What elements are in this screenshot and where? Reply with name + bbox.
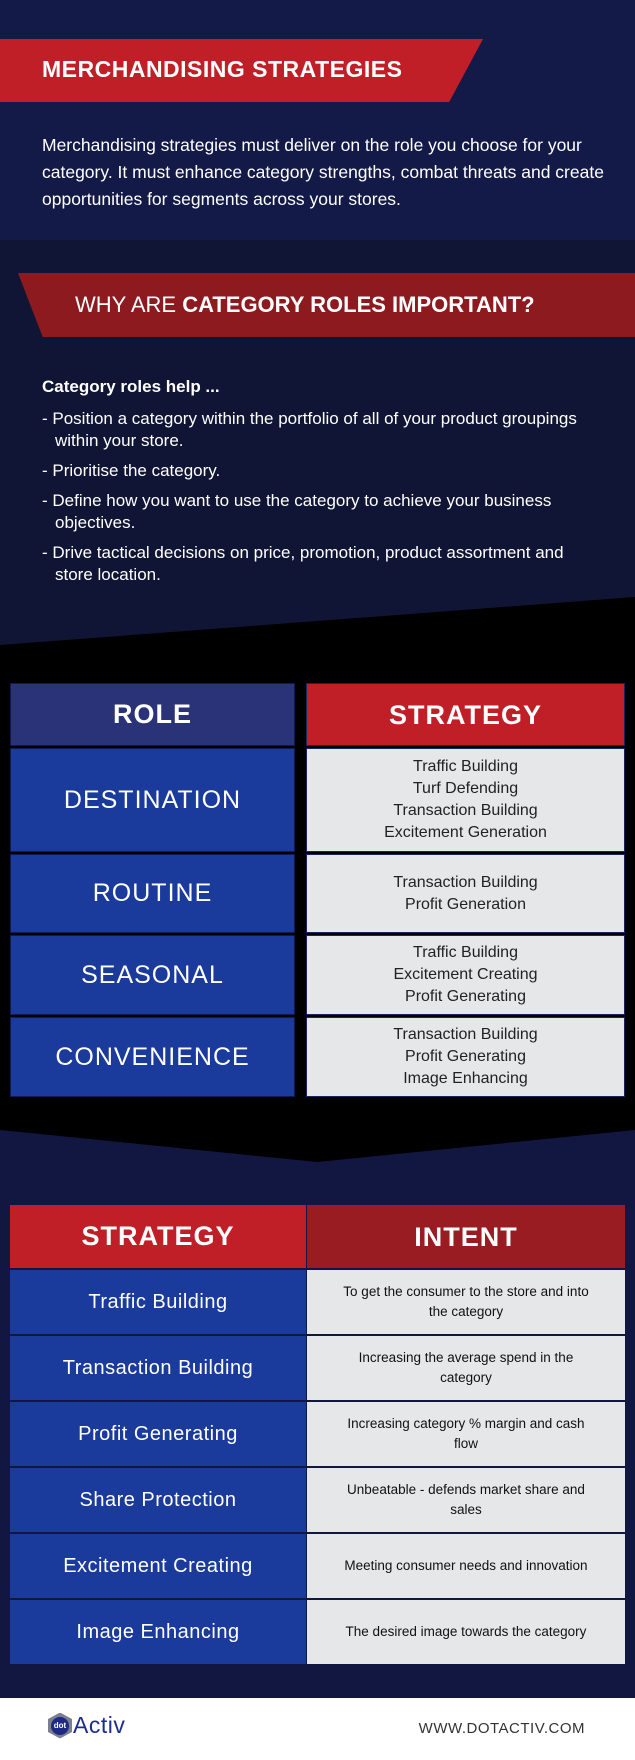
strategy-cell: Profit Generating (10, 1402, 306, 1466)
table-row: Profit Generating Increasing category % … (10, 1402, 625, 1466)
website-link[interactable]: WWW.DOTACTIV.COM (418, 1720, 585, 1737)
table-row: Traffic Building To get the consumer to … (10, 1270, 625, 1334)
intro-text: Merchandising strategies must deliver on… (42, 135, 604, 209)
category-roles-banner: WHY ARE CATEGORY ROLES IMPORTANT? (18, 273, 635, 337)
table-row: CONVENIENCE Transaction Building Profit … (10, 1017, 625, 1097)
footer: dot Activ WWW.DOTACTIV.COM (0, 1698, 635, 1760)
dotactiv-logo[interactable]: dot Activ (48, 1712, 125, 1739)
role-cell: ROUTINE (10, 854, 295, 933)
header-role: ROLE (10, 683, 295, 746)
table-row: Transaction Building Increasing the aver… (10, 1336, 625, 1400)
strategy-cell: Traffic Building Excitement Creating Pro… (306, 935, 625, 1015)
strategy-cell: Transaction Building (10, 1336, 306, 1400)
strategy-cell: Traffic Building (10, 1270, 306, 1334)
strategy-intent-table: STRATEGY INTENT Traffic Building To get … (10, 1205, 625, 1666)
role-cell: SEASONAL (10, 935, 295, 1015)
list-item: - Define how you want to use the categor… (42, 491, 552, 532)
strategy-cell: Excitement Creating (10, 1534, 306, 1598)
role-cell: CONVENIENCE (10, 1017, 295, 1097)
category-roles-list: - Position a category within the portfol… (42, 408, 602, 594)
page-title: MERCHANDISING STRATEGIES (42, 56, 403, 82)
strategy-cell: Traffic Building Turf Defending Transact… (306, 748, 625, 852)
table-row: Excitement Creating Meeting consumer nee… (10, 1534, 625, 1598)
brand-name: Activ (73, 1712, 126, 1738)
strategy-cell: Transaction Building Profit Generation (306, 854, 625, 933)
list-item: - Prioritise the category. (42, 461, 221, 480)
table-row: DESTINATION Traffic Building Turf Defend… (10, 748, 625, 852)
header-strategy: STRATEGY (10, 1205, 306, 1268)
role-strategy-table: ROLE STRATEGY DESTINATION Traffic Buildi… (10, 683, 625, 1099)
table-row: ROUTINE Transaction Building Profit Gene… (10, 854, 625, 933)
header-intent: INTENT (307, 1205, 625, 1268)
merchandising-strategies-banner: MERCHANDISING STRATEGIES (0, 39, 483, 102)
intent-cell: Increasing the average spend in the cate… (307, 1336, 625, 1400)
table-row: Image Enhancing The desired image toward… (10, 1600, 625, 1664)
list-item: - Position a category within the portfol… (42, 409, 577, 450)
list-item: - Drive tactical decisions on price, pro… (42, 543, 564, 584)
intent-cell: The desired image towards the category (307, 1600, 625, 1664)
table-row: Share Protection Unbeatable - defends ma… (10, 1468, 625, 1532)
section-heading: WHY ARE CATEGORY ROLES IMPORTANT? (75, 292, 535, 317)
table-row: SEASONAL Traffic Building Excitement Cre… (10, 935, 625, 1015)
strategy-cell: Image Enhancing (10, 1600, 306, 1664)
intent-cell: Unbeatable - defends market share and sa… (307, 1468, 625, 1532)
strategy-cell: Transaction Building Profit Generating I… (306, 1017, 625, 1097)
intent-cell: Meeting consumer needs and innovation (307, 1534, 625, 1598)
hexagon-logo-icon: dot (48, 1712, 72, 1739)
role-cell: DESTINATION (10, 748, 295, 852)
intent-cell: To get the consumer to the store and int… (307, 1270, 625, 1334)
header-strategy: STRATEGY (306, 683, 625, 746)
category-roles-lead: Category roles help ... (42, 377, 220, 396)
strategy-cell: Share Protection (10, 1468, 306, 1532)
intent-cell: Increasing category % margin and cash fl… (307, 1402, 625, 1466)
